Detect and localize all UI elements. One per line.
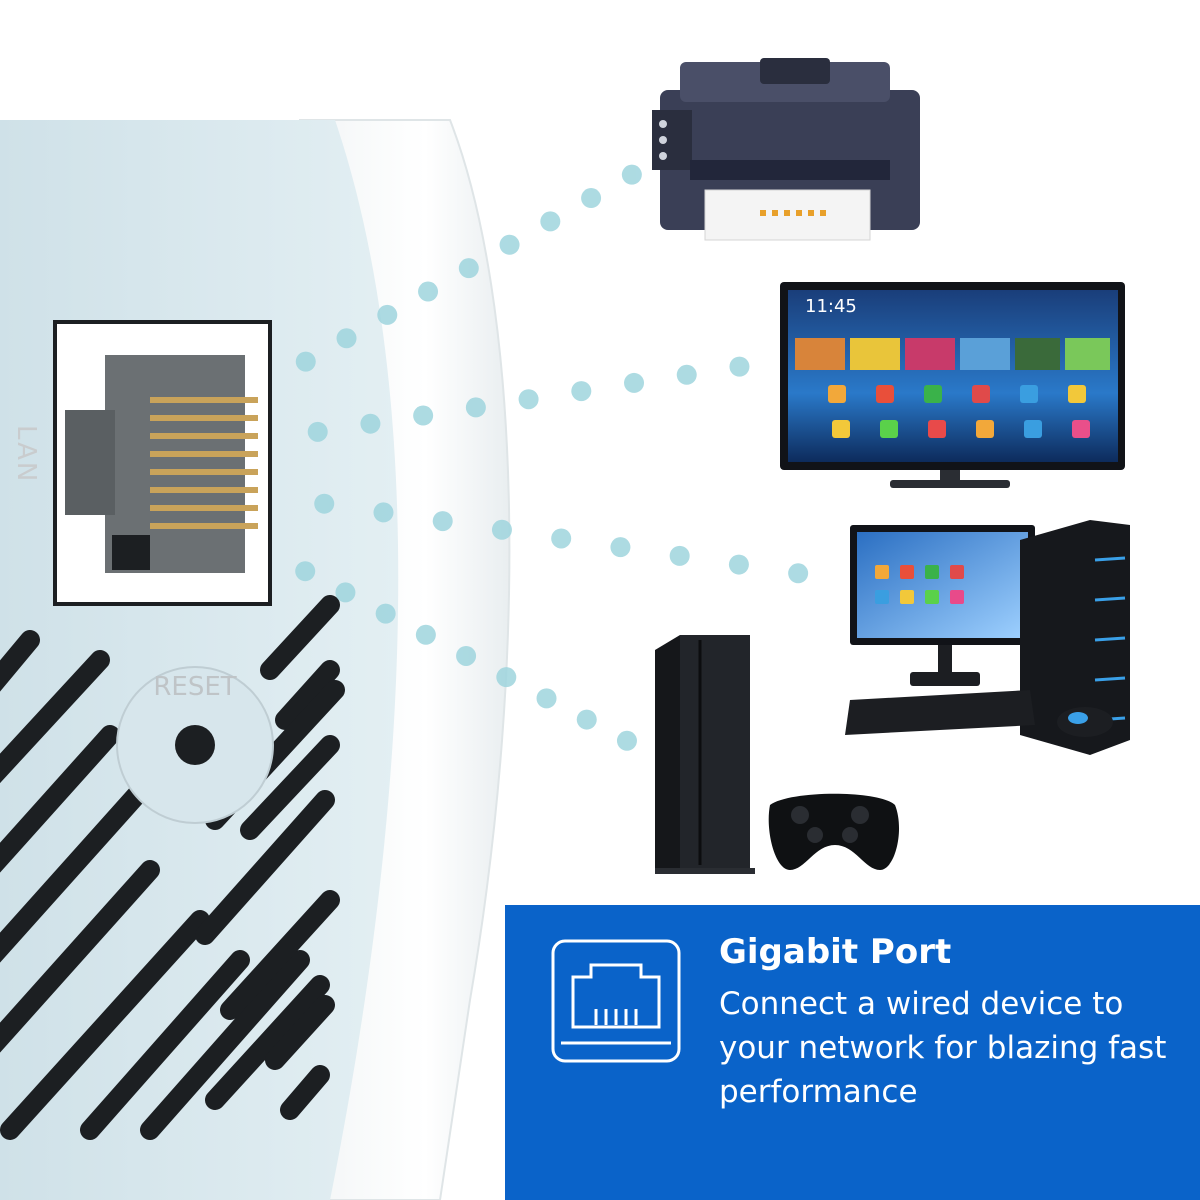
signal-dot (307, 421, 328, 442)
signal-dot (499, 234, 520, 255)
signal-dot (624, 372, 645, 393)
vent-slots (0, 595, 345, 1140)
signal-dot (458, 258, 479, 279)
signal-dot (336, 328, 357, 349)
signal-dot (540, 211, 561, 232)
signal-dot (571, 381, 592, 402)
signal-dot (413, 405, 434, 426)
signal-dot (729, 356, 750, 377)
signal-dot (314, 493, 335, 514)
signal-dot (610, 537, 631, 558)
signal-dot (295, 351, 316, 372)
game-console-image (655, 635, 900, 874)
signal-dot (518, 389, 539, 410)
signal-dot (676, 364, 697, 385)
signal-dot (415, 624, 436, 645)
signal-dot (669, 545, 690, 566)
router-device: RESET LAN (0, 119, 511, 1200)
router-body (0, 120, 399, 1200)
signal-dot (616, 730, 637, 751)
signal-dot (728, 554, 749, 575)
signal-dot (621, 164, 642, 185)
reset-button: RESET (116, 666, 274, 824)
smart-tv-image: 11:45 (780, 282, 1125, 488)
signal-dot (788, 563, 809, 584)
signal-dot (491, 519, 512, 540)
desktop-computer-image (845, 520, 1130, 755)
signal-dot (456, 645, 477, 666)
feature-description: Connect a wired device to your network f… (719, 986, 1167, 1110)
signal-dot (465, 397, 486, 418)
signal-dot (536, 688, 557, 709)
reset-label: RESET (153, 672, 236, 702)
svg-text:11:45: 11:45 (805, 296, 857, 317)
signal-dot (576, 709, 597, 730)
signal-dot (581, 188, 602, 209)
signal-dots (295, 164, 809, 751)
signal-dot (373, 502, 394, 523)
ethernet-port-icon (551, 939, 681, 1063)
feature-title: Gigabit Port (719, 932, 952, 972)
signal-dot (295, 561, 316, 582)
signal-dot (360, 413, 381, 434)
signal-dot (335, 582, 356, 603)
signal-dot (377, 304, 398, 325)
feature-panel (505, 905, 1200, 1200)
lan-label: LAN (11, 425, 41, 483)
signal-dot (375, 603, 396, 624)
signal-dot (551, 528, 572, 549)
ethernet-port (53, 320, 272, 606)
printer-image (652, 58, 920, 241)
signal-dot (496, 667, 517, 688)
signal-dot (432, 511, 453, 532)
signal-dot (418, 281, 439, 302)
